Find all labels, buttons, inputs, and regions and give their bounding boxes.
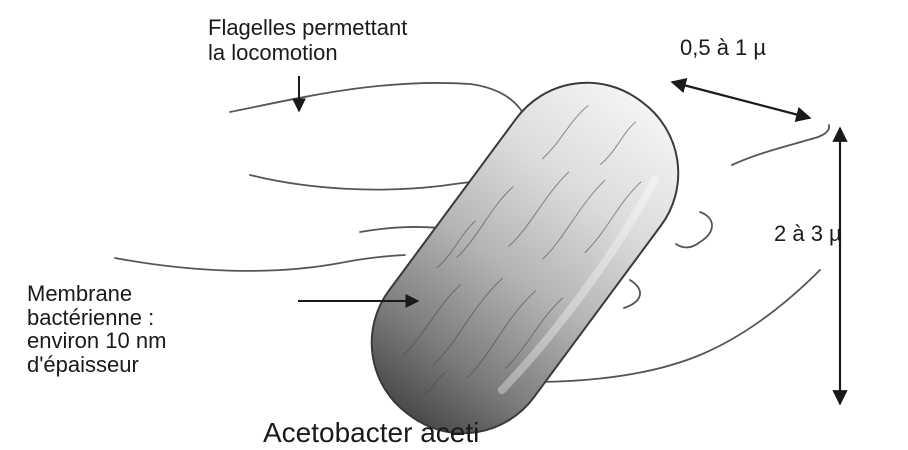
width-label: 0,5 à 1 µ [680, 36, 766, 61]
flagellum-left-lower [115, 255, 405, 271]
diagram-caption: Acetobacter aceti [263, 417, 479, 448]
width-arrow [672, 82, 810, 118]
membrane-label-line-4: d'épaisseur [27, 353, 166, 377]
flagellum-right-top [732, 125, 829, 165]
membrane-label-line-3: environ 10 nm [27, 329, 166, 353]
membrane-label-line-1: Membrane [27, 282, 166, 306]
flagellum-top [230, 83, 531, 165]
length-label: 2 à 3 µ [774, 222, 842, 247]
flagella-label-line-2: la locomotion [208, 41, 407, 66]
membrane-label: Membrane bactérienne : environ 10 nm d'é… [27, 282, 166, 376]
flagellum-right-small-2 [624, 280, 640, 308]
flagella-label-line-1: Flagelles permettant [208, 16, 407, 41]
flagellum-right-small-1 [676, 212, 712, 248]
bacterium-body [337, 48, 714, 450]
flagella-label: Flagelles permettant la locomotion [208, 16, 407, 65]
membrane-label-line-2: bactérienne : [27, 306, 166, 330]
